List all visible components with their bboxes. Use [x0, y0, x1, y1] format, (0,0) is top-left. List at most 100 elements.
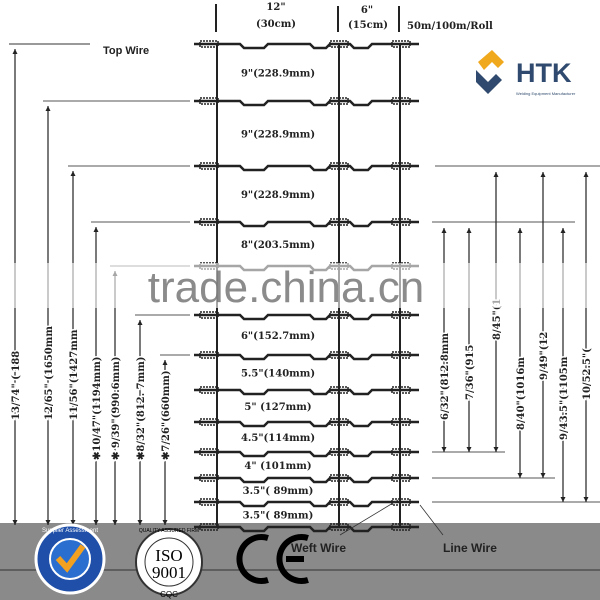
gap-label: 3.5"( 89mm) [243, 511, 314, 522]
wire-knot [199, 498, 219, 506]
arrowhead-icon [137, 320, 143, 325]
wire-knot [391, 448, 411, 456]
arrowhead-icon [70, 520, 76, 525]
weft-wire [194, 313, 419, 321]
arrowhead-icon [560, 497, 566, 502]
wire-knot [329, 97, 349, 105]
arrowhead-icon [162, 360, 168, 365]
arrowhead-icon [560, 228, 566, 233]
wire-knot [199, 523, 219, 531]
spacing-1-metric: (30cm) [256, 19, 296, 30]
arrowhead-icon [112, 520, 118, 525]
weft-wire [194, 525, 419, 533]
ce-mark [236, 534, 309, 584]
gap-label: 9"(228.9mm) [241, 130, 315, 141]
wire-knot [391, 40, 411, 48]
svg-text:ISO: ISO [155, 546, 182, 565]
arrowhead-icon [441, 228, 447, 233]
arrowhead-icon [493, 172, 499, 177]
wire-knot [199, 386, 219, 394]
weft-wire [194, 500, 419, 508]
supplier-text: Supplier Assessment [42, 528, 98, 534]
arrowhead-icon [466, 447, 472, 452]
arrowhead-icon [162, 520, 168, 525]
arrowhead-icon [45, 520, 51, 525]
logo-mark-icon [478, 50, 504, 70]
left-dimension-label: ✱10/47"(1194mm) [92, 356, 103, 460]
gap-label: 4" (101mm) [244, 461, 311, 472]
watermark: trade.china.cn [148, 263, 424, 312]
right-dimension-label: 7/36"(915 [465, 345, 476, 400]
logo-brand: HTK [516, 58, 572, 88]
arrowhead-icon [93, 520, 99, 525]
wire-knot [391, 418, 411, 426]
gap-label: 9"(228.9mm) [241, 190, 315, 201]
left-dimension-label: ✱ 9/39"(990.6mm) [111, 356, 122, 460]
roll-length: 50m/100m/Roll [407, 21, 493, 32]
htk-logo: HTK Welding Equipment Manufacturer [476, 50, 576, 96]
wire-knot [329, 218, 349, 226]
arrowhead-icon [583, 172, 589, 177]
weft-wire [194, 99, 419, 107]
right-dimension-label: 6/32"(812.8mm [440, 333, 451, 420]
arrowhead-icon [12, 49, 18, 54]
left-dimension-label: 13/74" ( 188 [11, 351, 22, 420]
weft-wire [194, 450, 419, 458]
wire-knot [391, 351, 411, 359]
arrowhead-icon [517, 228, 523, 233]
weft-wire [194, 420, 419, 428]
wire-knot [391, 97, 411, 105]
wire-knot [199, 418, 219, 426]
wire-knot [329, 162, 349, 170]
right-dimension-label: 8/40"(1016m [516, 357, 527, 430]
gap-label: 3.5"( 89mm) [243, 486, 314, 497]
spacing-2: 6" [361, 5, 373, 16]
wire-knot [329, 448, 349, 456]
weft-wire [194, 476, 419, 484]
top-wire-label: Top Wire [103, 45, 149, 57]
left-dimension-label: ✱8/32"(812. 7mm) [136, 356, 147, 460]
spacing-1: 12" [266, 2, 285, 13]
arrowhead-icon [540, 172, 546, 177]
gap-label: 8"(203.5mm) [241, 240, 315, 251]
right-dimension-label: 9/49"(12 [539, 332, 550, 380]
supplier-assessment-badge: Supplier Assessment [34, 523, 106, 595]
wire-knot [391, 498, 411, 506]
logo-tagline: Welding Equipment Manufacturer [516, 91, 576, 96]
arrowhead-icon [137, 520, 143, 525]
weft-wire [194, 42, 419, 50]
wire-knot [199, 218, 219, 226]
wire-knot [329, 311, 349, 319]
arrowhead-icon [441, 447, 447, 452]
wire-knot [199, 40, 219, 48]
iso-9001-badge: QUALITY ASSURED FIRM ISO 9001 CQC [135, 528, 203, 599]
wire-knot [199, 448, 219, 456]
gap-label: 5" (127mm) [244, 402, 311, 413]
wire-knot [199, 474, 219, 482]
left-dimension-label: ✱7/26"(660mm) [161, 370, 172, 460]
wire-knot [329, 40, 349, 48]
check-icon [55, 544, 86, 573]
arrowhead-icon [493, 447, 499, 452]
wire-knot [199, 162, 219, 170]
wire-knot [199, 311, 219, 319]
gap-label: 5.5"(140mm) [241, 369, 315, 380]
arrowhead-icon [70, 171, 76, 176]
arrowhead-icon [540, 473, 546, 478]
gap-label: 4.5"(114mm) [241, 433, 315, 444]
wire-knot [391, 218, 411, 226]
right-dimension-label: 8/45"(1 [492, 299, 503, 340]
wire-knot [391, 386, 411, 394]
arrowhead-icon [12, 520, 18, 525]
wire-knot [329, 498, 349, 506]
gap-label: 9"(228.9mm) [241, 69, 315, 80]
gap-label: 6"(152.7mm) [241, 331, 315, 342]
svg-text:QUALITY ASSURED FIRM: QUALITY ASSURED FIRM [139, 528, 199, 534]
wire-knot [329, 474, 349, 482]
wire-knot [329, 386, 349, 394]
wire-knot [329, 523, 349, 531]
right-dimension-label: 9/43.5"(1105m [559, 356, 570, 440]
arrowhead-icon [466, 228, 472, 233]
arrowhead-icon [93, 227, 99, 232]
line-wire-label: Line Wire [443, 541, 497, 555]
